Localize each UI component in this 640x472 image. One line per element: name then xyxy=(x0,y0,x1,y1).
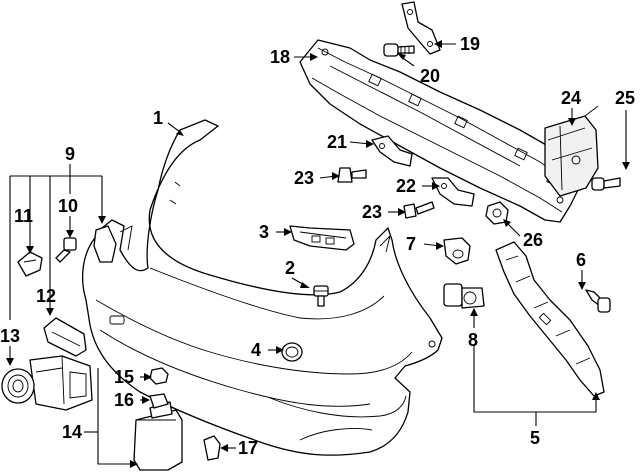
nut-15 xyxy=(149,367,169,385)
callout-17: 17 xyxy=(238,438,258,458)
bolt-20 xyxy=(383,43,415,57)
bracket-22 xyxy=(431,177,475,207)
parking-sensor-13 xyxy=(1,355,93,411)
callout-numbers: 1 18 19 20 21 22 23 23 24 25 26 3 2 4 7 … xyxy=(0,34,635,458)
bumper-cover xyxy=(81,119,443,456)
callout-7: 7 xyxy=(406,234,416,254)
side-bracket-5 xyxy=(495,241,605,397)
bolt-6 xyxy=(585,289,611,313)
callout-21: 21 xyxy=(327,132,347,152)
harness-9 xyxy=(93,225,117,263)
callout-23-lower: 23 xyxy=(362,202,382,222)
clip-7 xyxy=(443,237,471,265)
callout-10: 10 xyxy=(58,196,78,216)
upper-bracket xyxy=(401,1,441,55)
callout-2: 2 xyxy=(285,258,295,278)
grommet-8 xyxy=(443,283,485,309)
bracket-24 xyxy=(544,105,599,197)
callout-22: 22 xyxy=(396,176,416,196)
callout-4: 4 xyxy=(251,340,261,360)
callout-9: 9 xyxy=(65,144,75,164)
sensor-bracket-12 xyxy=(43,317,87,357)
callout-19: 19 xyxy=(460,34,480,54)
callout-15: 15 xyxy=(114,367,134,387)
cap-4 xyxy=(281,342,303,362)
clip-11 xyxy=(17,251,43,277)
fastener-17 xyxy=(203,435,221,461)
clip-2 xyxy=(313,285,329,307)
callout-5: 5 xyxy=(530,428,540,448)
callout-13: 13 xyxy=(0,326,20,346)
callout-20: 20 xyxy=(420,66,440,86)
screw-10 xyxy=(55,237,77,263)
bracket-21 xyxy=(371,135,413,167)
callout-3: 3 xyxy=(259,222,269,242)
callout-18: 18 xyxy=(270,47,290,67)
bolt-25 xyxy=(591,177,621,191)
bracket-3 xyxy=(289,225,355,251)
callout-24: 24 xyxy=(561,88,581,108)
callout-25: 25 xyxy=(615,88,635,108)
leader-lines xyxy=(6,40,630,468)
callout-12: 12 xyxy=(36,286,56,306)
callout-14: 14 xyxy=(62,422,82,442)
callout-11: 11 xyxy=(14,206,33,226)
screw-23-lower xyxy=(403,201,435,219)
callout-8: 8 xyxy=(468,330,478,350)
callout-23-upper: 23 xyxy=(294,168,314,188)
screw-23-upper xyxy=(337,167,367,183)
callout-16: 16 xyxy=(114,390,134,410)
callout-6: 6 xyxy=(576,250,586,270)
callout-1: 1 xyxy=(153,108,163,128)
module-14 xyxy=(133,401,183,471)
grommet-16 xyxy=(149,393,169,409)
reinforcement-beam xyxy=(299,39,579,223)
callout-26: 26 xyxy=(523,230,543,250)
